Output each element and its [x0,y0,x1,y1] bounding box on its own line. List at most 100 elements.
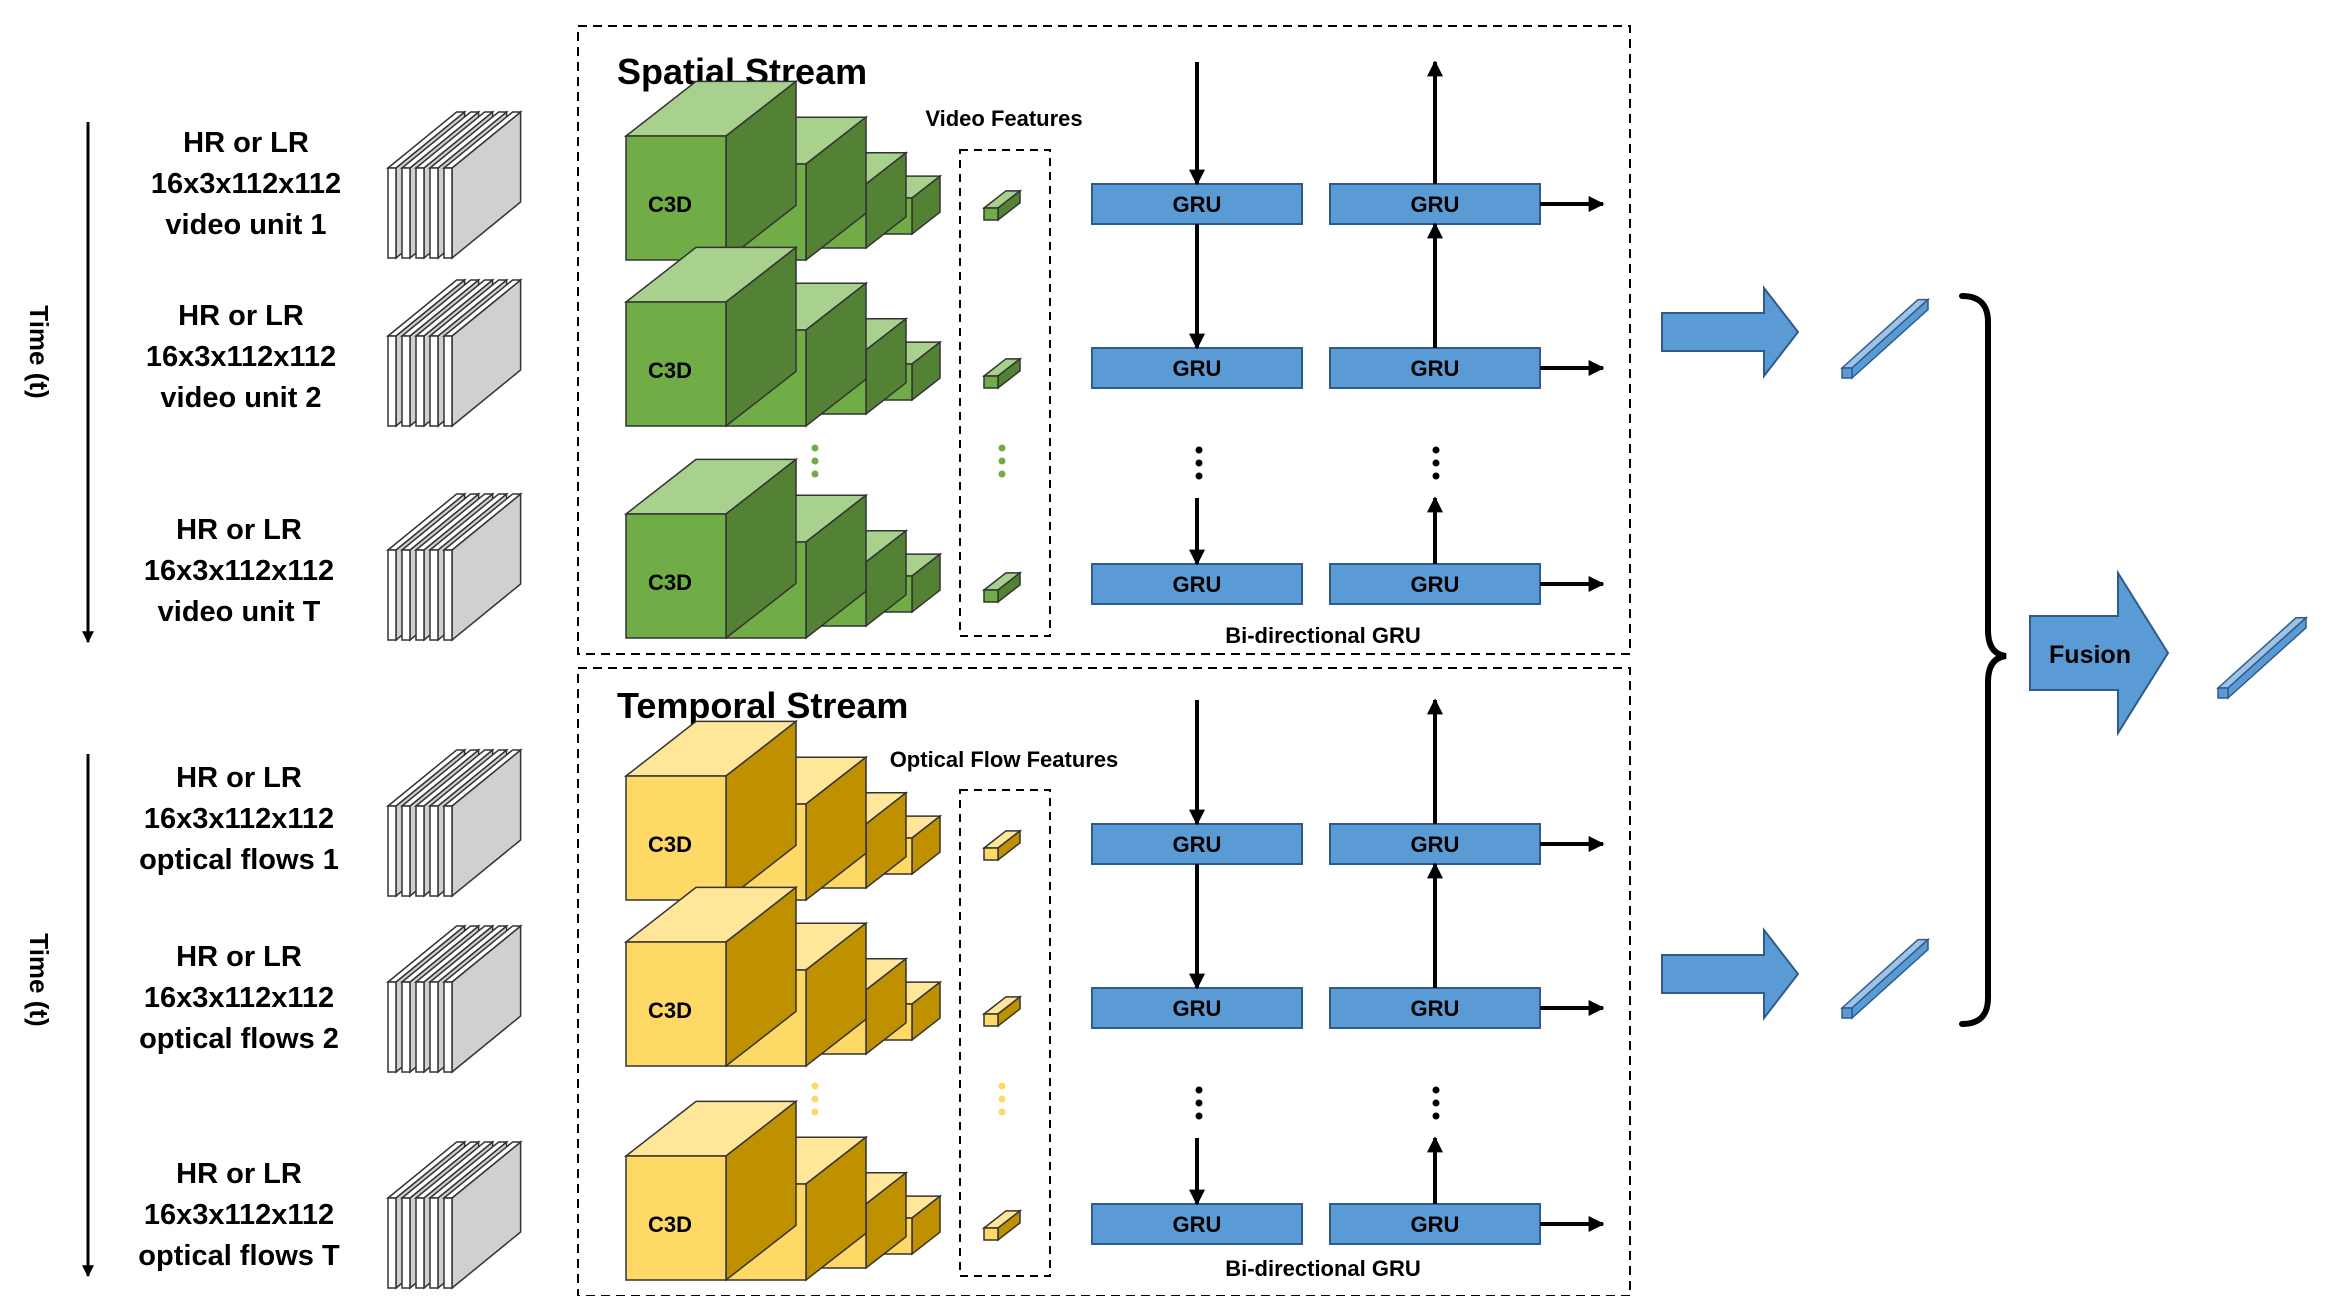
dot [1195,1112,1203,1120]
ellipsis-dots [811,1082,819,1116]
unit-label-line: optical flows 2 [139,1023,339,1055]
frame-front [387,805,397,897]
frame-front [387,981,397,1073]
spatial-bigru-label: Bi-directional GRU [1225,623,1421,648]
gru-label: GRU [1173,356,1222,381]
box-front-face [983,847,999,861]
dot [1432,1086,1440,1094]
dot [811,444,819,452]
c3d-layer-1 [623,885,799,1068]
gru-box [1329,563,1541,605]
spatial-features-box [959,149,1051,637]
c3d-label: C3D [648,1212,692,1237]
c3d-network: C3D [623,1099,943,1282]
box-front-face [983,1227,999,1241]
frame-front [429,1197,439,1289]
unit-label-line: 16x3x112x112 [144,1199,334,1231]
c3d-layer-1 [623,245,799,428]
gru-cell: GRU [1329,183,1541,225]
gru-cell: GRU [1329,347,1541,389]
dot [1432,1112,1440,1120]
frame-front [415,805,425,897]
time-axis-label: Time (t) [24,305,54,398]
frame-front [415,167,425,259]
c3d-network: C3D [623,245,943,428]
unit-label-line: 16x3x112x112 [144,982,334,1014]
gru-box [1091,1203,1303,1245]
stream-feature-vector [1840,297,1930,380]
dot [811,1108,819,1116]
c3d-label: C3D [648,570,692,595]
frame-stack [385,748,523,898]
vector-front [2217,687,2229,699]
ellipsis-dots [998,444,1006,478]
gru-cell: GRU [1329,563,1541,605]
frame-front [429,549,439,641]
dot [998,1082,1006,1090]
frame-front [387,1197,397,1289]
unit-label-line: video unit T [158,596,321,628]
c3d-network: C3D [623,885,943,1068]
vector-top [1840,298,1930,369]
stream-output-arrow [1661,285,1800,379]
time-axis-label: Time (t) [24,933,54,1026]
frame-front [401,805,411,897]
gru-box [1091,183,1303,225]
fusion-arrow: Fusion [2029,569,2170,737]
unit-label-line: 16x3x112x112 [144,555,334,587]
gru-label: GRU [1411,192,1460,217]
gru-label: GRU [1411,832,1460,857]
dot [998,470,1006,478]
unit-label-line: HR or LR [183,127,309,159]
gru-label: GRU [1411,996,1460,1021]
unit-label: HR or LR 16x3x112x112 video unit 1 [151,127,341,241]
unit-label-line: 16x3x112x112 [146,341,336,373]
merge-brace [1959,293,2007,1027]
gru-label: GRU [1411,572,1460,597]
box-front-face [625,775,727,901]
c3d-network: C3D [623,719,943,902]
unit-label: HR or LR 16x3x112x112 optical flows 2 [139,941,339,1055]
dot [998,1095,1006,1103]
gru-box [1091,987,1303,1029]
gru-box [1091,823,1303,865]
gru-cell: GRU [1091,987,1303,1029]
dot [1195,446,1203,454]
gru-cell: GRU [1091,183,1303,225]
vector-side [1851,937,1929,1020]
ellipsis-dots [1432,446,1440,480]
gru-cell: GRU [1091,1203,1303,1245]
feature-vector [981,829,1023,862]
c3d-label: C3D [648,358,692,383]
box-front-face [625,301,727,427]
dot [998,1108,1006,1116]
frame-front [443,167,453,259]
gru-label: GRU [1173,572,1222,597]
c3d-label: C3D [648,998,692,1023]
frame-front [443,549,453,641]
dot [1432,472,1440,480]
fusion-label: Fusion [2049,641,2131,669]
gru-label: GRU [1411,356,1460,381]
box-front-face [625,513,727,639]
temporal-features-box [959,789,1051,1277]
frame-front [401,549,411,641]
gru-label: GRU [1173,996,1222,1021]
fused-feature-vector [2216,616,2308,700]
frame-front [415,1197,425,1289]
feature-vector [981,995,1023,1028]
c3d-label: C3D [648,192,692,217]
vector-side [2227,616,2307,700]
unit-label: HR or LR 16x3x112x112 optical flows T [138,1158,340,1272]
c3d-label: C3D [648,832,692,857]
temporal-bigru-label: Bi-directional GRU [1225,1256,1421,1281]
frame-front [401,1197,411,1289]
ellipsis-dots [1432,1086,1440,1120]
dot [1432,1099,1440,1107]
video-features-label: Video Features [925,106,1082,131]
frame-stack [385,278,523,428]
unit-label-line: video unit 1 [165,209,326,241]
box-front-face [983,375,999,389]
frame-front [443,1197,453,1289]
